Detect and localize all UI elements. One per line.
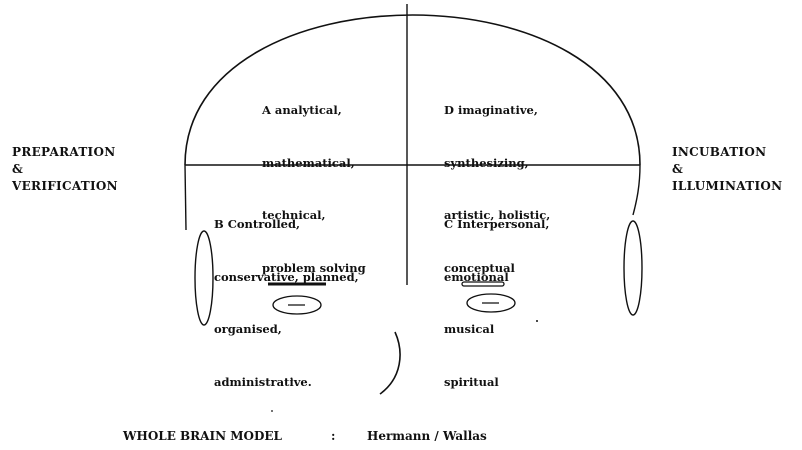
quadrant-b-text: B Controlled, conservative, planned, org… (214, 181, 359, 409)
speck (271, 410, 273, 412)
quadrant-b-line: B Controlled, (214, 216, 359, 234)
left-side-label: PREPARATION & VERIFICATION (12, 144, 118, 195)
right-side-line: ILLUMINATION (672, 178, 782, 195)
caption-separator: : (331, 428, 335, 446)
left-side-line: & (12, 161, 118, 178)
caption-title: WHOLE BRAIN MODEL (123, 428, 282, 446)
quadrant-c-line: C Interpersonal, (444, 216, 549, 234)
head-left-contour (185, 165, 186, 230)
quadrant-c-text: C Interpersonal, emotional musical spiri… (444, 181, 549, 409)
quadrant-b-line: conservative, planned, (214, 269, 359, 287)
right-side-line: INCUBATION (672, 144, 782, 161)
head-outline (185, 15, 640, 165)
left-side-line: PREPARATION (12, 144, 118, 161)
quadrant-b-line: organised, (214, 321, 359, 339)
head-right-contour (633, 165, 640, 215)
right-side-line: & (672, 161, 782, 178)
quadrant-b-line: administrative. (214, 374, 359, 392)
quadrant-c-line: spiritual (444, 374, 549, 392)
quadrant-a-line: A analytical, (262, 102, 366, 120)
quadrant-d-line: synthesizing, (444, 155, 550, 173)
caption-authors: Hermann / Wallas (367, 428, 487, 446)
right-side-label: INCUBATION & ILLUMINATION (672, 144, 782, 195)
right-ear (624, 221, 642, 315)
quadrant-c-line: musical (444, 321, 549, 339)
left-side-line: VERIFICATION (12, 178, 118, 195)
quadrant-d-line: D imaginative, (444, 102, 550, 120)
quadrant-a-line: mathematical, (262, 155, 366, 173)
left-ear (195, 231, 213, 325)
nose (380, 332, 400, 394)
quadrant-c-line: emotional (444, 269, 549, 287)
